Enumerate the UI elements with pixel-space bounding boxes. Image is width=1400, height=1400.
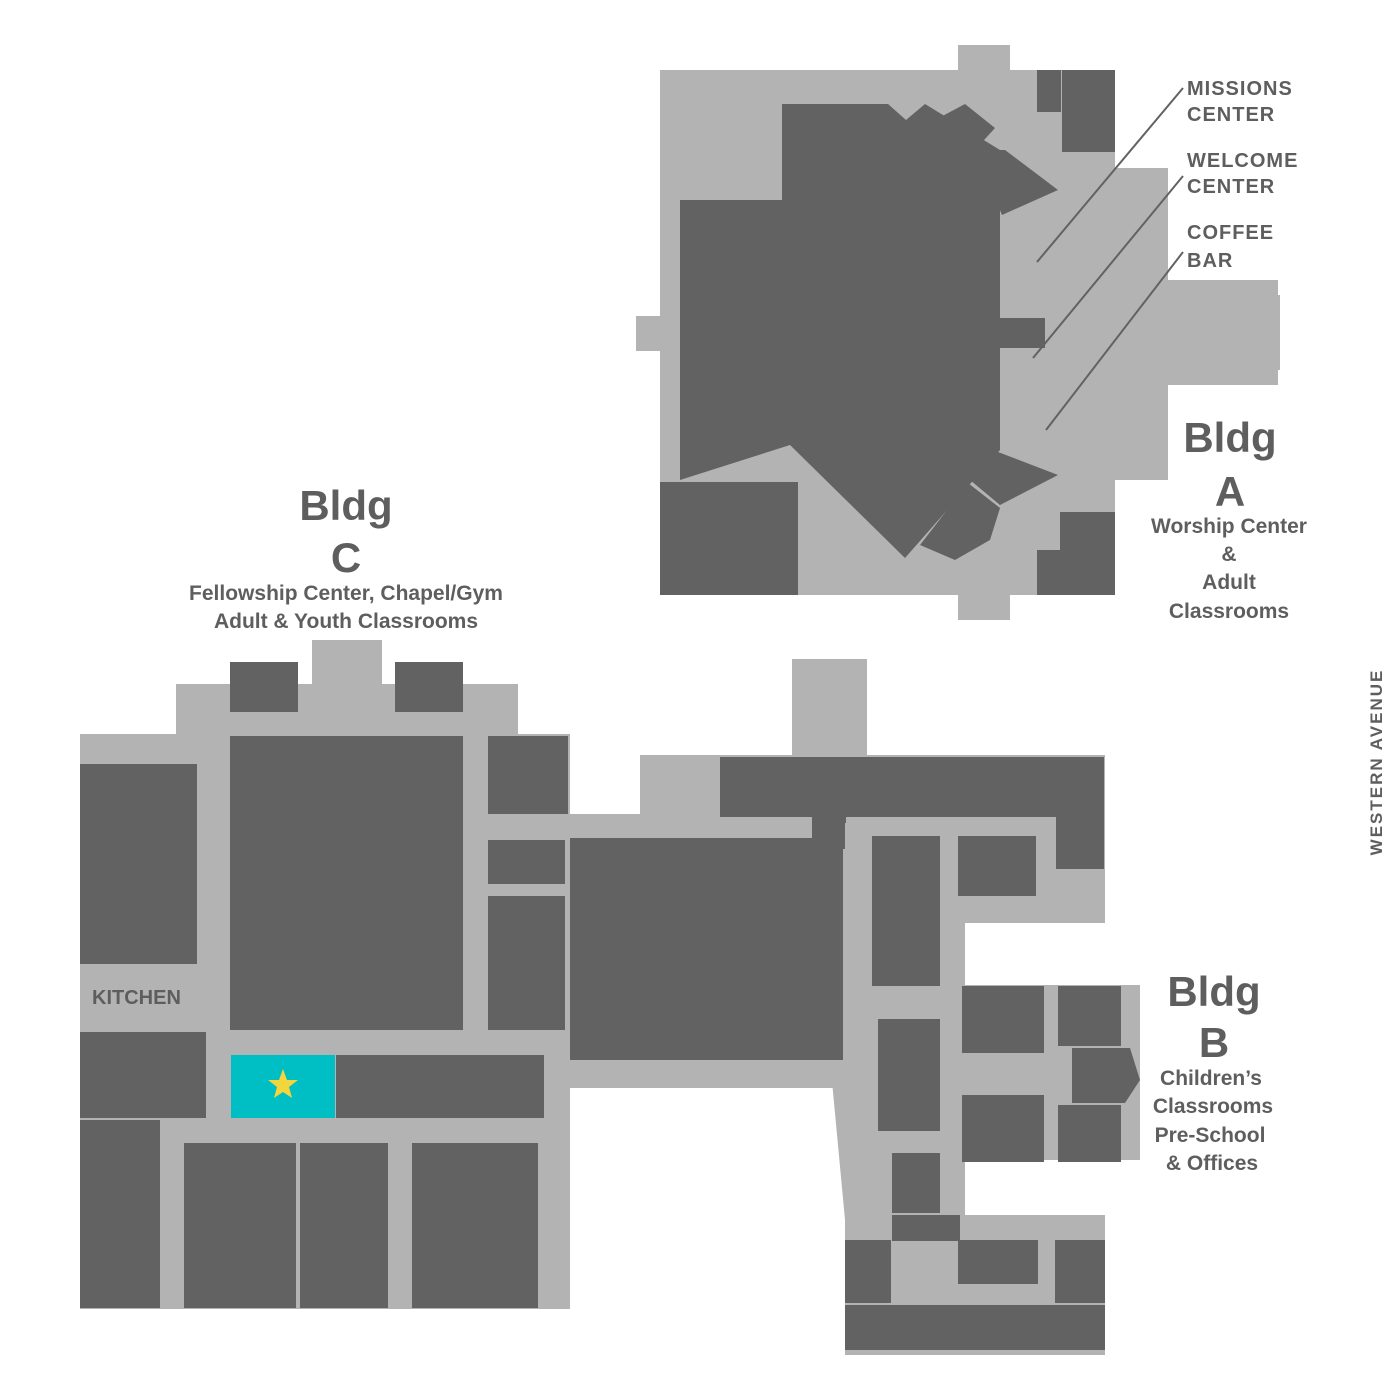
coffee-bar-label-line2: BAR [1187,250,1233,272]
room [812,757,846,849]
room [970,452,1058,505]
room [1060,512,1115,595]
building-a-name-line2: A [1215,468,1245,515]
building-b-name-line2: B [1199,1019,1229,1066]
room [395,662,463,712]
coffee-bar-leader [1045,251,1184,431]
building-b [845,757,1140,1355]
building-b-label: Bldg B Children’s Classrooms Pre-School … [1153,968,1273,1175]
room [660,482,798,595]
room [336,1055,544,1118]
room [642,838,842,896]
room [80,1032,206,1118]
room [80,764,197,964]
room [962,1095,1044,1162]
room [230,662,298,712]
room [845,1305,1105,1350]
room [1062,70,1115,152]
feature-labels: MISSIONS CENTER WELCOME CENTER COFFEE BA… [1187,78,1298,272]
street-label: WESTERN AVENUE [1367,669,1386,856]
room [1058,986,1121,1046]
room [184,1143,296,1308]
building-c-desc-line2: Adult & Youth Classrooms [214,610,478,633]
building-b-desc-line4: & Offices [1166,1152,1258,1175]
building-a-desc-line3: Adult [1202,571,1256,594]
room [962,986,1044,1053]
building-c-name-line2: C [331,534,361,581]
star-icon [268,1069,298,1098]
room [845,1240,891,1303]
welcome-center-leader [1032,175,1184,359]
building-a [636,45,1280,620]
building-b-rooms [845,757,1140,1350]
building-a-desc-line1: Worship Center [1151,515,1307,538]
building-c-rooms [80,662,568,1308]
welcome-center-label-line1: WELCOME [1187,150,1298,172]
room [1072,1048,1140,1103]
building-b-desc-line3: Pre-School [1155,1124,1266,1147]
building-a-desc-line2: & [1221,543,1236,566]
welcome-center-label-line2: CENTER [1187,176,1275,198]
room [920,104,995,150]
room [872,836,940,986]
building-a-label: Bldg A Worship Center & Adult Classrooms [1151,414,1307,623]
room [1058,1105,1121,1162]
room [920,483,1000,560]
room [80,1120,160,1308]
room [958,1240,1038,1284]
building-a-desc-line4: Classrooms [1169,600,1289,623]
room [975,150,1058,215]
room [958,836,1036,896]
room [488,736,568,814]
building-c [80,640,645,1309]
room [720,757,1092,817]
building-a-name-line1: Bldg [1183,414,1276,461]
kitchen-label: KITCHEN [92,987,181,1009]
missions-center-leader [1036,87,1184,263]
room [300,1143,388,1308]
room [488,896,568,1030]
room [878,1019,940,1131]
missions-center-label-line1: MISSIONS [1187,78,1293,100]
room [1037,70,1061,112]
building-b-desc-line2: Classrooms [1153,1095,1273,1118]
missions-center-label-line2: CENTER [1187,104,1275,126]
room [412,1143,538,1308]
coffee-bar-label-line1: COFFEE [1187,222,1274,244]
building-c-label: Bldg C Fellowship Center, Chapel/Gym Adu… [189,482,503,633]
room [1000,318,1045,348]
room [892,1153,940,1213]
room [488,840,568,884]
room [1055,1240,1105,1303]
building-a-rooms [660,70,1115,595]
room [1056,757,1104,869]
room [892,1215,960,1241]
chapel-gym [230,736,463,1030]
building-b-desc-line1: Children’s [1160,1067,1262,1090]
building-c-name-line1: Bldg [299,482,392,529]
building-c-desc-line1: Fellowship Center, Chapel/Gym [189,582,503,605]
worship-center-sanctuary [680,104,1000,558]
building-b-name-line1: Bldg [1167,968,1260,1015]
room [1037,550,1060,595]
feature-leader-lines [1032,87,1184,431]
